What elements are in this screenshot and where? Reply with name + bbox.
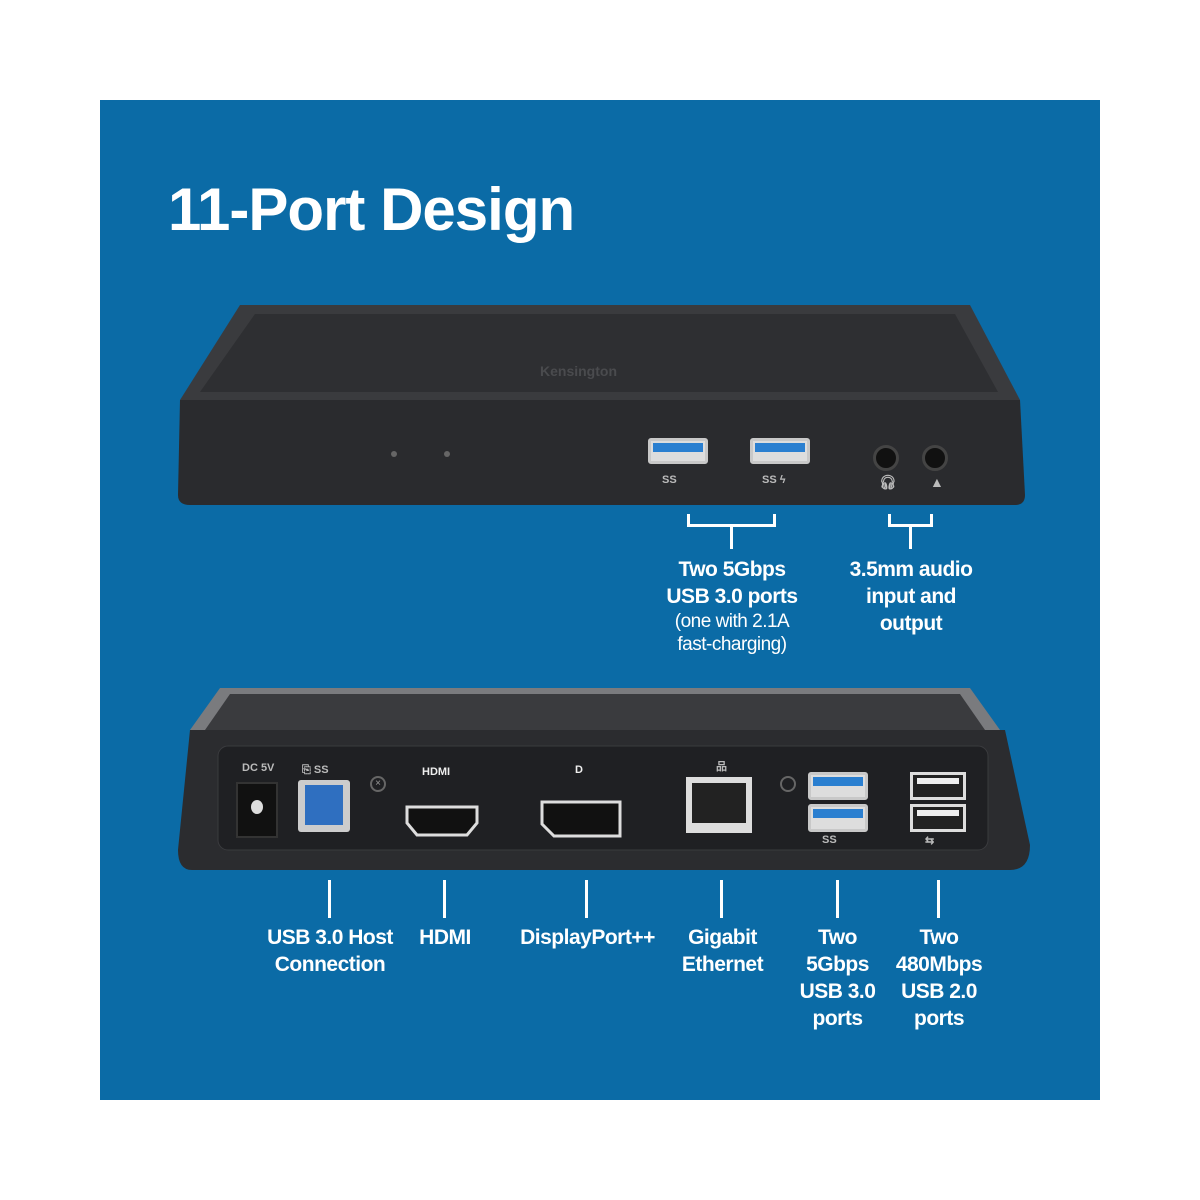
usb2-port-1	[910, 772, 966, 800]
usb-icon: ⇆	[925, 835, 935, 847]
mic-icon: ▲	[930, 474, 944, 490]
dc-label: DC 5V	[242, 762, 275, 774]
background-panel	[100, 100, 1100, 1100]
label-hdmi: HDMI	[419, 926, 471, 949]
ss-mark: SS	[662, 474, 677, 486]
usb3-host-port	[298, 780, 350, 832]
screw-icon	[780, 776, 796, 792]
usb2-port-2	[910, 804, 966, 832]
page-title: 11-Port Design	[168, 176, 575, 243]
hdmi-port	[405, 805, 479, 837]
usb-host-mark: ⎘ SS	[302, 764, 329, 776]
ss-charge-mark: SS ϟ	[762, 474, 786, 486]
hdmi-mark: HDMI	[422, 766, 451, 778]
dc-power-jack	[236, 782, 278, 838]
dock-rear-image	[178, 688, 1030, 870]
headphone-jack	[873, 445, 899, 471]
network-icon: 品	[716, 761, 727, 773]
dock-top-image	[178, 305, 1025, 505]
usb3-charging-port	[750, 438, 810, 464]
ethernet-port	[686, 777, 752, 833]
ss-mark: SS	[822, 834, 837, 846]
screw-icon: ×	[370, 776, 386, 792]
mic-jack	[922, 445, 948, 471]
displayport-icon: D	[575, 764, 583, 776]
displayport-port	[540, 800, 622, 838]
usb3-port	[648, 438, 708, 464]
brand-logo: Kensington	[540, 363, 617, 379]
headphone-icon: 🎧︎	[879, 474, 897, 490]
usb3-rear-port-1	[808, 772, 868, 800]
label-displayport: DisplayPort++	[520, 926, 655, 949]
usb3-rear-port-2	[808, 804, 868, 832]
